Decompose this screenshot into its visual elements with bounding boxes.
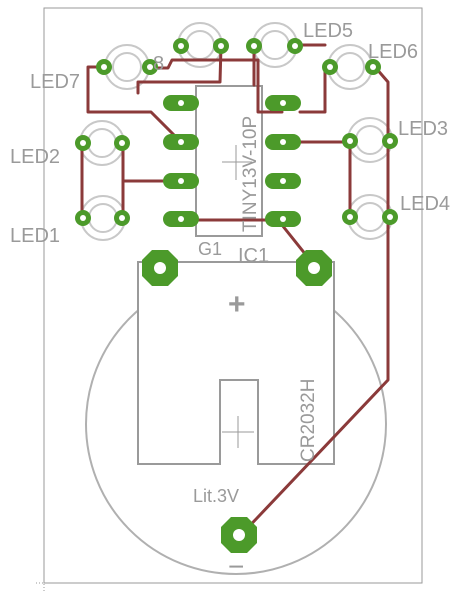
label-holder: CR2032H — [298, 379, 319, 462]
label-led1: LED1 — [10, 225, 60, 247]
label-g1: G1 — [198, 239, 222, 259]
trace-led8 — [136, 44, 223, 95]
label-led5: LED5 — [303, 20, 353, 42]
label-led6: LED6 — [368, 41, 418, 63]
board-outline — [43, 7, 423, 584]
label-battery: Lit.3V — [193, 486, 239, 506]
label-led4: LED4 — [400, 193, 450, 215]
led-outlines — [79, 22, 393, 241]
label-ic1: IC1 — [238, 245, 269, 267]
holder-notch-cover — [221, 462, 257, 466]
trace-top-chain — [150, 58, 284, 114]
trace-led7 — [86, 65, 183, 144]
label-minus: − — [228, 551, 244, 582]
ic-drills — [178, 100, 286, 222]
ic-pads — [163, 95, 301, 227]
label-led7: LED7 — [30, 71, 80, 93]
label-chip: TINY13V-10P — [240, 116, 261, 232]
trace-led6-right — [238, 65, 390, 538]
label-plus: + — [228, 288, 246, 321]
label-led2: LED2 — [10, 146, 60, 168]
trace-led6 — [298, 65, 327, 114]
ic-outline — [195, 85, 263, 237]
led-drills — [80, 43, 393, 221]
label-led3: LED3 — [398, 118, 448, 140]
holder-notch — [219, 379, 259, 464]
label-led8: 8 — [153, 53, 164, 75]
holder-outline — [137, 261, 335, 465]
